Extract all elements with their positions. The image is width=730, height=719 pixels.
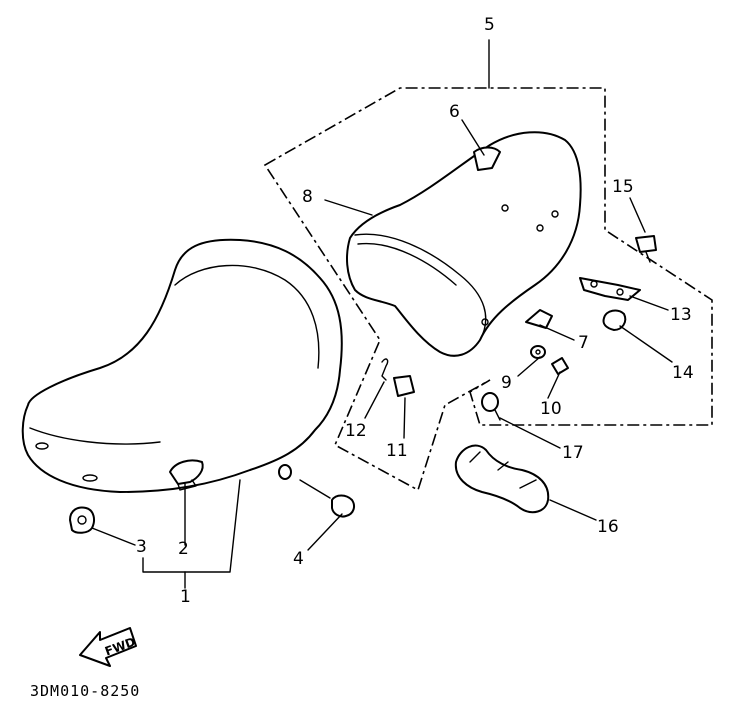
clip-7 [525,309,553,329]
leader-lines [91,39,673,589]
callout-5: 5 [484,15,495,35]
callout-9: 9 [501,373,512,393]
callout-17: 17 [562,443,584,463]
callout-10: 10 [540,399,562,419]
bracket-16 [454,444,550,514]
callout-11: 11 [386,441,408,461]
seat-hook [169,459,204,491]
callout-1: 1 [180,587,191,607]
callout-13: 13 [670,305,692,325]
callout-8: 8 [302,187,313,207]
callout-2: 2 [178,539,189,559]
fwd-arrow-icon: FWD [79,627,137,667]
bolt-4 [278,464,355,518]
part-code: 3DM010-8250 [30,682,140,700]
callout-16: 16 [597,517,619,537]
bolt-17 [481,392,501,421]
washer-9 [530,345,546,359]
nut-3 [69,506,95,534]
rear-seat-assembly-boundary [263,87,713,492]
grommet-11 [393,375,415,397]
callout-15: 15 [612,177,634,197]
bolt-10 [551,357,569,375]
callout-4: 4 [293,549,304,569]
callout-14: 14 [672,363,694,383]
driver-seat [21,238,343,493]
nut-14 [602,309,627,331]
callout-12: 12 [345,421,367,441]
pin-12 [381,358,389,381]
rear-seat [346,131,582,357]
bolt-15 [635,235,657,263]
callout-7: 7 [578,333,589,353]
callout-6: 6 [449,102,460,122]
bracket-13 [579,277,641,301]
callout-3: 3 [136,537,147,557]
